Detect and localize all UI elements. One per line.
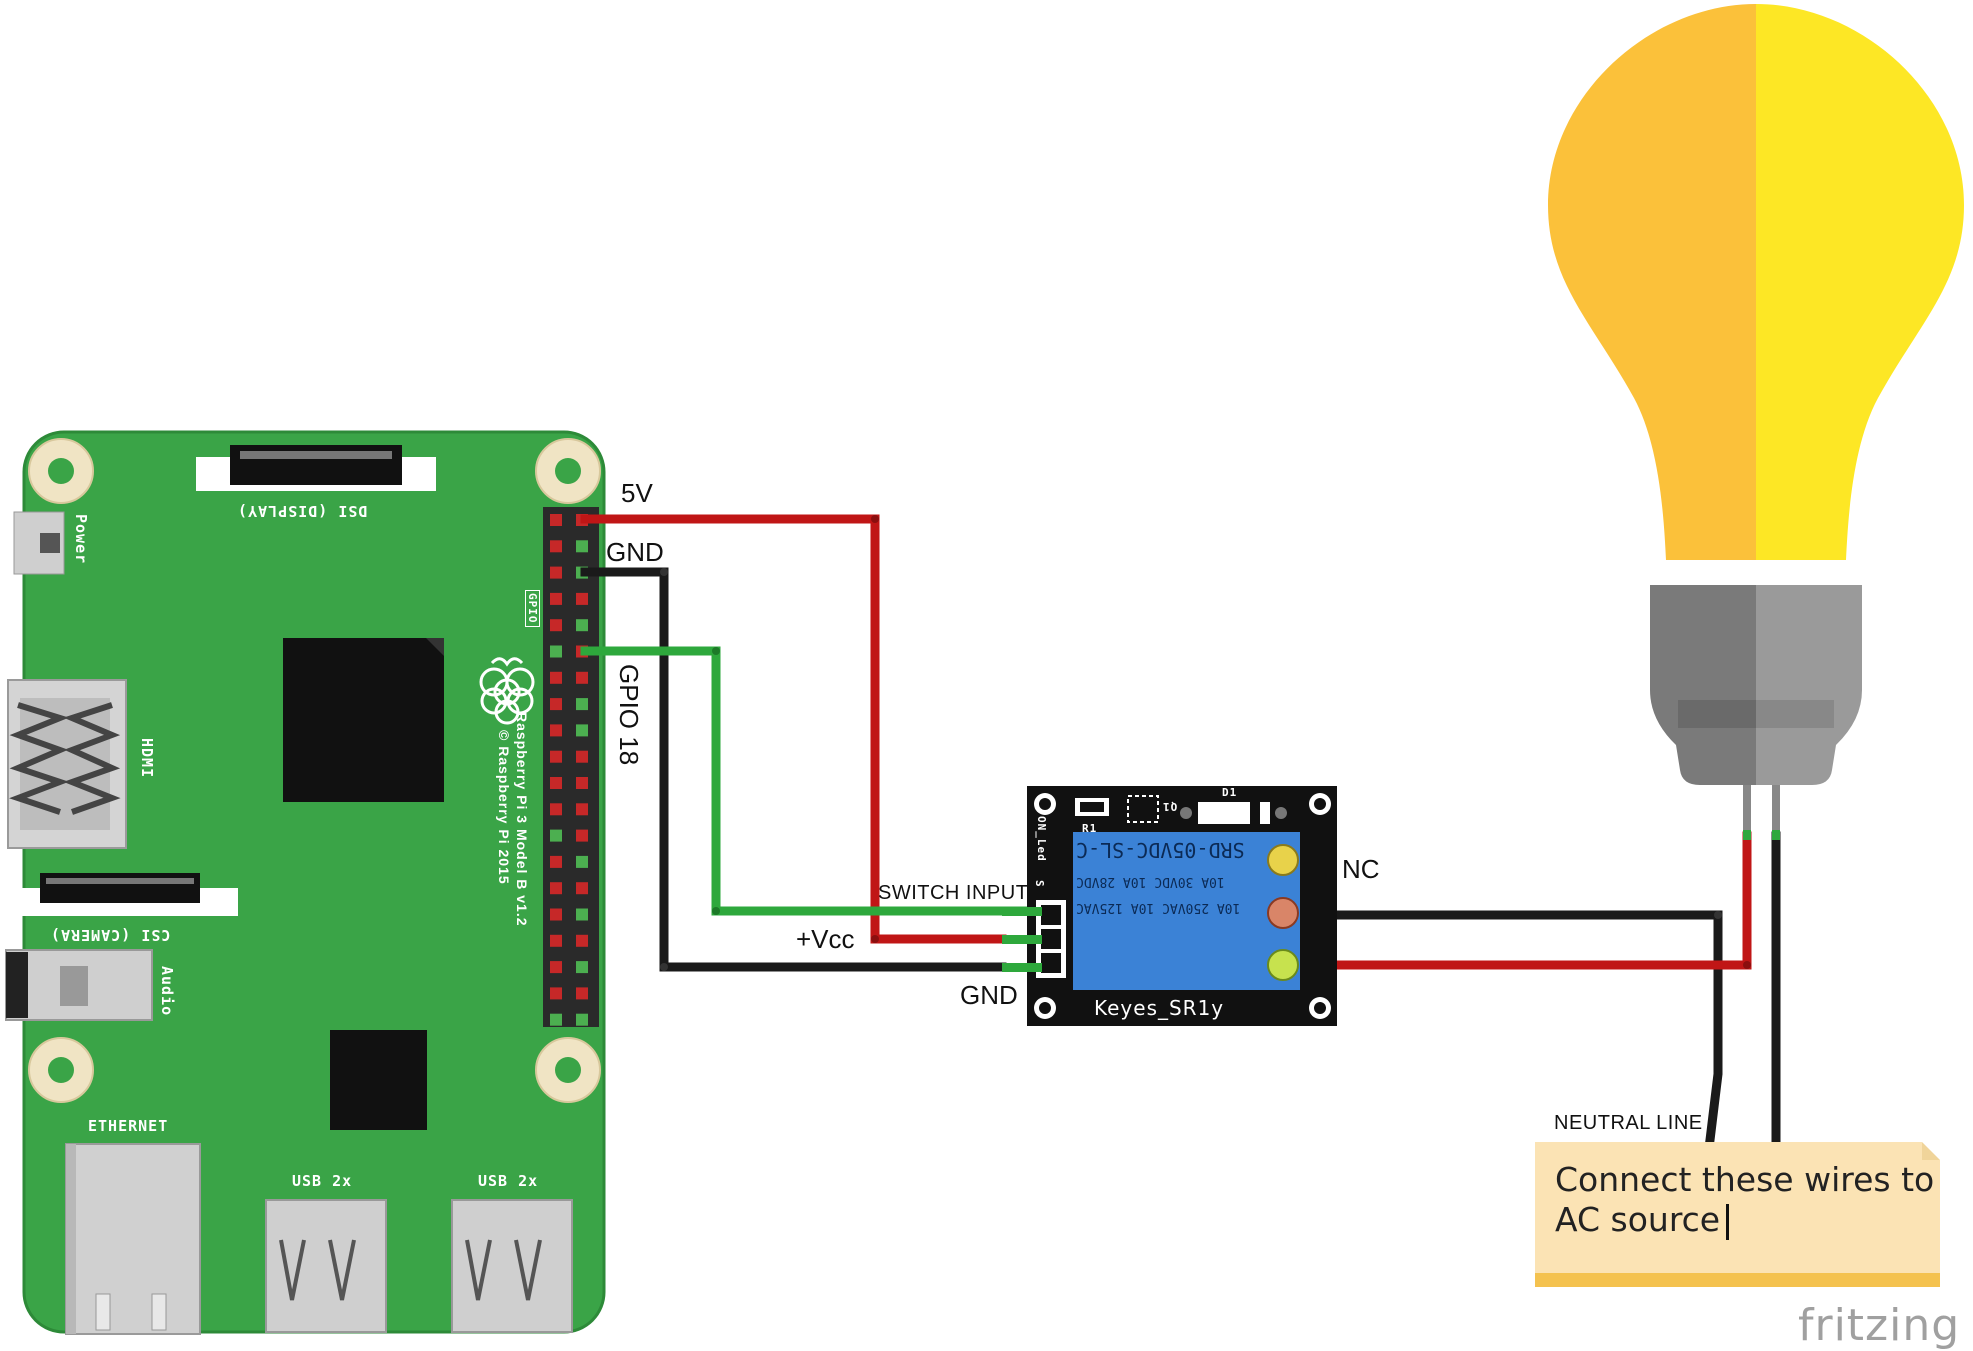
gpio-pin: [576, 540, 588, 553]
gpio-pin: [576, 961, 588, 974]
csi-label: CSI (CAMERA): [50, 926, 171, 944]
label-gpio18: GPIO 18: [614, 664, 644, 766]
gpio-pin: [576, 592, 588, 605]
copyright-label: © Raspberry Pi 2015: [496, 730, 512, 885]
gpio-pin: [550, 829, 562, 842]
gpio-label: GPIO: [525, 590, 540, 627]
note-line-1: Connect these wires to: [1555, 1160, 1935, 1199]
wire-nc-black: [1290, 910, 1723, 1146]
label-vcc: +Vcc: [796, 924, 855, 954]
light-bulb: [1548, 4, 1964, 840]
sticky-note: Connect these wires to AC source: [1535, 1142, 1940, 1287]
gpio-pin: [550, 724, 562, 737]
relay-name: Keyes_SR1y: [1094, 996, 1225, 1020]
relay-module: [1002, 786, 1337, 1026]
audio-label: Audio: [158, 966, 176, 1017]
note-line-2-text: AC source: [1555, 1200, 1721, 1239]
ethernet-label: ETHERNET: [88, 1117, 169, 1135]
terminal-no-screw: [1267, 949, 1299, 981]
raspberry-logo-icon: [479, 657, 535, 725]
gpio-pin: [576, 987, 588, 1000]
gpio-pin: [550, 961, 562, 974]
gpio-pin: [550, 987, 562, 1000]
gpio-pin: [576, 908, 588, 921]
gpio-pin: [576, 855, 588, 868]
gpio-pin: [576, 1013, 588, 1026]
usb1-label: USB 2x: [292, 1172, 353, 1190]
power-label: Power: [72, 514, 90, 565]
label-gnd-bottom: GND: [960, 980, 1018, 1010]
relay-rating-line2: 10A 250VAC 10A 125VAC: [1076, 900, 1241, 915]
label-nc: NC: [1342, 854, 1380, 884]
gpio-pin: [550, 566, 562, 579]
usb2-label: USB 2x: [478, 1172, 539, 1190]
wire-5v-red: [580, 514, 1007, 944]
gpio-pin: [576, 750, 588, 763]
gpio-pin: [550, 777, 562, 789]
gpio-pin: [576, 671, 588, 684]
gpio-pin: [550, 540, 562, 553]
gpio-pin: [550, 671, 562, 684]
dsi-label: DSI (DISPLAY): [237, 502, 368, 520]
relay-r1-label: R1: [1082, 822, 1098, 835]
gpio-pin: [550, 934, 562, 947]
gpio-pin: [576, 724, 588, 737]
relay-q1-label: Q1: [1162, 800, 1178, 813]
relay-s-label: S: [1033, 880, 1046, 888]
gpio-pin: [550, 514, 562, 526]
label-neutral-line: NEUTRAL LINE: [1554, 1112, 1703, 1134]
gpio-pin: [576, 698, 588, 711]
relay-on-led-label: ON_Led: [1035, 816, 1048, 862]
gpio-pin: [550, 803, 562, 816]
text-caret: [1726, 1203, 1730, 1240]
note-text: Connect these wires to AC source: [1555, 1160, 1934, 1240]
gpio-pin: [576, 934, 588, 947]
model-label: Raspberry Pi 3 Model B v1.2: [514, 712, 530, 927]
label-gnd-top: GND: [606, 537, 664, 567]
gpio-pin: [576, 829, 588, 842]
gpio-pin: [576, 777, 588, 789]
note-line-2: AC source: [1555, 1200, 1934, 1240]
gpio-pin: [576, 803, 588, 816]
raspberry-pi-board: [5, 430, 606, 1335]
gpio-pin: [550, 855, 562, 868]
wire-gnd-black: [580, 567, 1007, 972]
gpio-pin: [550, 750, 562, 763]
relay-d1-label: D1: [1222, 786, 1238, 799]
gpio-pin: [550, 882, 562, 895]
gpio-pin: [550, 1013, 562, 1026]
relay-rating-line1: 10A 30VDC 10A 28VDC: [1076, 874, 1225, 889]
gpio-pin: [576, 882, 588, 895]
hdmi-label: HDMI: [138, 738, 156, 779]
note-fold: [1922, 1142, 1940, 1160]
wire-gpio18-green: [580, 646, 1043, 916]
gpio-pin: [550, 908, 562, 921]
label-5v: 5V: [621, 478, 653, 508]
terminal-nc-screw: [1267, 844, 1299, 876]
gpio-pin: [550, 592, 562, 605]
gpio-pin: [576, 619, 588, 632]
label-switch-input: SWITCH INPUT: [878, 882, 1029, 904]
gpio-pin: [550, 645, 562, 658]
gpio-pin: [550, 698, 562, 711]
gpio-pin: [550, 619, 562, 632]
fritzing-watermark: fritzing: [1798, 1300, 1961, 1351]
terminal-com-screw: [1267, 897, 1299, 929]
relay-model-text: SRD-05VDC-SL-C: [1076, 838, 1245, 862]
